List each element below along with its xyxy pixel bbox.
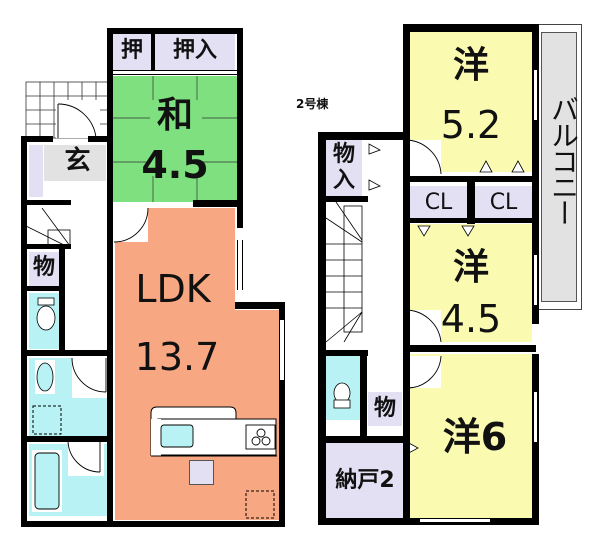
- room-ldk-size: 13.7: [134, 335, 220, 379]
- storage-mono-ire: [326, 140, 362, 196]
- toilet-icon-2f: [333, 382, 351, 409]
- washing-machine-space: [32, 405, 62, 435]
- room-nando: [326, 443, 404, 518]
- stairs-floor2: [325, 201, 363, 343]
- stairs-floor1: [25, 207, 71, 247]
- closet-oshi-label: 押: [120, 38, 143, 63]
- closet-door-markers: [479, 160, 525, 173]
- balcony: [541, 32, 577, 302]
- room-ldk: [115, 208, 235, 520]
- storage-mono: [29, 252, 59, 286]
- closet-cl-2-label: CL: [489, 190, 518, 215]
- room-nando-label: 納戸2: [335, 468, 395, 493]
- storage-mono-2f-label: 物: [373, 396, 396, 421]
- room-western-5-2-size: 5.2: [440, 103, 502, 147]
- room-6-door-swing: [405, 355, 442, 389]
- storage-mono-ire-label-1: 物: [332, 142, 355, 167]
- closet-oshiire-label: 押入: [172, 38, 217, 63]
- entrance-porch-tiles: [25, 81, 109, 139]
- closet-cl-1: [410, 186, 467, 219]
- refrigerator-space: [189, 460, 214, 485]
- building-label: 2号棟: [296, 97, 329, 111]
- closet-oshi: [113, 34, 151, 70]
- room-5-2-door-swing: [404, 139, 442, 175]
- storage-space-dashed: [245, 490, 275, 519]
- closet-cl-1-label: CL: [424, 190, 453, 215]
- room-ldk-name: LDK: [135, 267, 211, 311]
- room-western-6-label: 洋6: [442, 415, 508, 459]
- closet-door-markers-lower: [417, 225, 475, 237]
- room-genkan: [44, 145, 106, 181]
- stove-icon: [245, 424, 276, 450]
- room-genkan-label: 玄: [64, 146, 91, 176]
- storage-mono-ire-label-2: 入: [332, 168, 355, 193]
- closet-cl-2: [475, 186, 532, 219]
- closet-oshiire: [155, 34, 235, 70]
- room-washitsu-name: 和: [156, 95, 193, 136]
- bath-door-swing: [67, 439, 104, 476]
- washbasin-icon: [35, 360, 55, 394]
- room-washitsu-size: 4.5: [141, 143, 209, 187]
- balcony-label: バルコニー: [547, 95, 580, 225]
- shoe-closet: [29, 145, 43, 197]
- room-western-4-5-size: 4.5: [440, 297, 502, 341]
- room-western-5-2-name: 洋: [452, 45, 489, 86]
- room-western-4-5-name: 洋: [452, 247, 489, 288]
- room-4-5-door-swing: [404, 309, 442, 343]
- storage-door-markers: [368, 143, 381, 191]
- washroom-door-swing: [71, 357, 108, 398]
- toilet-icon: [36, 297, 56, 331]
- bathtub-icon: [32, 450, 62, 512]
- sink-icon: [160, 424, 194, 448]
- ldk-door-swing: [112, 207, 149, 243]
- storage-mono-2f: [368, 392, 402, 426]
- storage-mono-label: 物: [32, 255, 55, 280]
